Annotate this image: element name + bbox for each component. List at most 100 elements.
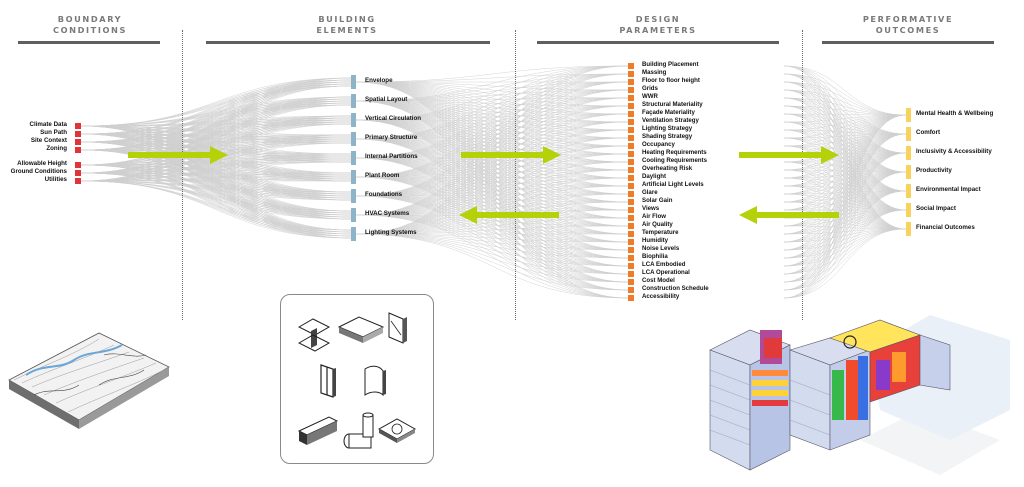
flow-line-parameter-to-outcome [783, 89, 907, 154]
design-parameter-marker [628, 231, 634, 237]
flow-line-parameter-to-outcome [783, 81, 907, 192]
flow-line-parameter-to-outcome [783, 105, 907, 173]
flow-line-element-to-parameter [355, 119, 629, 259]
flow-line-element-to-parameter [355, 138, 629, 203]
design-parameter-marker [628, 263, 634, 269]
boundary-item: Zoning [0, 145, 81, 154]
outcome-marker [906, 108, 911, 122]
flow-line-element-to-parameter [355, 81, 629, 115]
building-element-label: Spatial Layout [365, 96, 408, 103]
flow-line-parameter-to-outcome [783, 121, 907, 230]
design-parameter-label: Humidity [642, 237, 669, 244]
flow-line-element-to-parameter [355, 100, 629, 251]
flow-line-element-to-parameter [355, 195, 629, 211]
flow-line-element-to-parameter [355, 129, 629, 159]
flow-line-element-to-parameter [355, 157, 629, 291]
heading-rule-performative [822, 41, 994, 44]
flow-line-parameter-to-outcome [783, 121, 907, 211]
boundary-marker [75, 123, 81, 129]
flow-line-element-to-parameter [355, 138, 629, 227]
element-library-panel [280, 294, 434, 464]
flow-line-element-to-parameter [355, 97, 629, 121]
flow-line-element-to-parameter [355, 119, 629, 171]
heading-rule-building [206, 41, 490, 44]
building-element-label: Lighting Systems [365, 229, 417, 236]
flow-line-parameter-to-outcome [783, 171, 907, 299]
flow-line-element-to-parameter [355, 176, 629, 291]
flow-line-element-to-parameter [355, 157, 629, 187]
flow-line-element-to-parameter [355, 195, 629, 283]
flow-line-element-to-parameter [355, 65, 629, 159]
flow-line-parameter-to-outcome [783, 81, 907, 230]
flow-line-parameter-to-outcome [783, 113, 907, 173]
flow-line-element-to-parameter [355, 214, 629, 259]
flow-line-element-to-parameter [355, 119, 629, 227]
flow-line-element-to-parameter [355, 214, 629, 299]
design-parameter-marker [628, 103, 634, 109]
curved-wall-panel-icon [364, 365, 386, 397]
design-parameter-marker [628, 255, 634, 261]
flow-line-element-to-parameter [355, 195, 629, 275]
heading-building-elements: BUILDING ELEMENTS [316, 14, 378, 35]
flow-line-element-to-parameter [355, 100, 629, 219]
flow-line-element-to-parameter [355, 81, 629, 131]
building-element-marker [351, 208, 356, 222]
flow-line-element-to-parameter [355, 89, 629, 102]
flow-line-element-to-parameter [355, 121, 629, 197]
flow-line-parameter-to-outcome [783, 152, 907, 283]
flow-line-parameter-to-outcome [783, 129, 907, 230]
flow-line-parameter-to-outcome [783, 81, 907, 135]
flow-line-element-to-parameter [355, 73, 629, 121]
building-element-marker [351, 227, 356, 241]
outcome-label: Comfort [916, 129, 941, 136]
arrow-right-icon [128, 146, 228, 164]
design-parameter-marker [628, 79, 634, 85]
design-parameter-marker [628, 191, 634, 197]
flow-line-element-to-parameter [355, 119, 629, 211]
building-element-label: Foundations [365, 191, 403, 198]
flow-line-element-to-parameter [355, 138, 629, 187]
heading-rule-boundary [18, 41, 160, 44]
flow-line-element-to-parameter [355, 81, 629, 107]
flow-line-parameter-to-outcome [783, 114, 907, 243]
flow-line-element-to-parameter [355, 169, 629, 235]
flow-line-element-to-parameter [355, 233, 629, 267]
flow-line-element-to-parameter [355, 138, 629, 275]
flow-line-boundary-to-element [80, 180, 352, 201]
building-element-marker [351, 75, 356, 89]
design-parameter-label: Air Flow [642, 213, 667, 220]
design-parameter-marker [628, 239, 634, 245]
flow-line-element-to-parameter [355, 97, 629, 159]
flow-line-boundary-to-element [80, 180, 352, 239]
flow-line-element-to-parameter [355, 81, 629, 99]
flow-line-element-to-parameter [355, 195, 629, 227]
design-parameter-label: Grids [642, 85, 658, 92]
flow-line-parameter-to-outcome [783, 133, 907, 211]
flow-line-element-to-parameter [355, 105, 629, 178]
boundary-item-label: Climate Data [29, 121, 67, 128]
flow-line-element-to-parameter [355, 138, 629, 251]
flow-line-element-to-parameter [355, 157, 629, 179]
design-parameter-marker [628, 271, 634, 277]
flow-line-element-to-parameter [355, 195, 629, 267]
flow-line-element-to-parameter [355, 65, 629, 178]
flow-line-element-to-parameter [355, 89, 629, 159]
design-parameter-label: Lighting Strategy [642, 125, 693, 132]
flow-line-element-to-parameter [355, 157, 629, 171]
flow-line-parameter-to-outcome [783, 133, 907, 299]
flow-line-element-to-parameter [355, 138, 629, 299]
outcome-label: Financial Outcomes [916, 224, 975, 231]
flow-line-element-to-parameter [355, 157, 629, 219]
boundary-item-label: Utilities [44, 176, 67, 183]
flow-line-element-to-parameter [355, 105, 629, 121]
column-separator-2 [515, 30, 516, 320]
flow-line-element-to-parameter [355, 138, 629, 195]
window-frame-icon [320, 364, 336, 398]
design-parameter-marker [628, 175, 634, 181]
flow-line-parameter-to-outcome [783, 152, 907, 267]
flow-line-element-to-parameter [355, 145, 629, 235]
flow-line-parameter-to-outcome [783, 209, 907, 299]
design-parameter-marker [628, 199, 634, 205]
boundary-item: Ground Conditions [0, 168, 81, 177]
